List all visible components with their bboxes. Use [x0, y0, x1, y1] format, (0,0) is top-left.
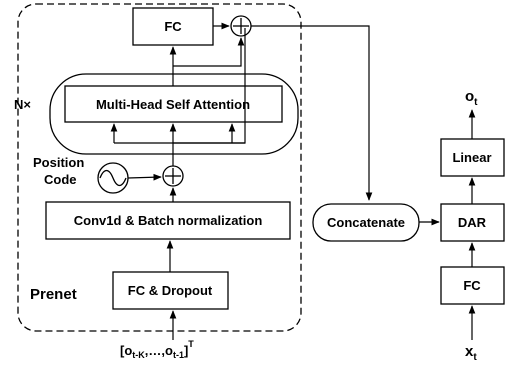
fc-right-label: FC [463, 278, 481, 293]
fc-top-label: FC [164, 19, 182, 34]
top-add-icon [230, 15, 252, 37]
attention-block: Multi-Head Self Attention [64, 85, 283, 123]
middle-add-icon [162, 165, 184, 187]
repeat-label: N× [14, 97, 31, 112]
fc-top-block: FC [132, 7, 214, 46]
output-label: ot [465, 88, 478, 108]
attention-label: Multi-Head Self Attention [96, 97, 250, 112]
sine-wave-icon [97, 162, 129, 194]
concatenate-label: Concatenate [327, 215, 405, 230]
concatenate-block: Concatenate [312, 203, 420, 242]
prenet-container [17, 3, 302, 332]
dar-label: DAR [458, 215, 487, 230]
prenet-input-label: [ot-K,…,ot-1]T [120, 339, 194, 360]
position-code-label-line2: Code [44, 172, 77, 187]
attention-repeat-container [49, 73, 299, 155]
conv-block: Conv1d & Batch normalization [45, 201, 291, 240]
conv-label: Conv1d & Batch normalization [74, 213, 263, 228]
prenet-label: Prenet [30, 286, 77, 303]
dar-block: DAR [440, 203, 505, 242]
fc-dropout-label: FC & Dropout [128, 283, 213, 298]
fc-dropout-block: FC & Dropout [112, 271, 229, 310]
linear-label: Linear [452, 150, 491, 165]
position-code-label-line1: Position [33, 155, 84, 170]
linear-block: Linear [440, 138, 505, 177]
fc-right-block: FC [440, 266, 505, 305]
input-label: xt [465, 343, 477, 363]
